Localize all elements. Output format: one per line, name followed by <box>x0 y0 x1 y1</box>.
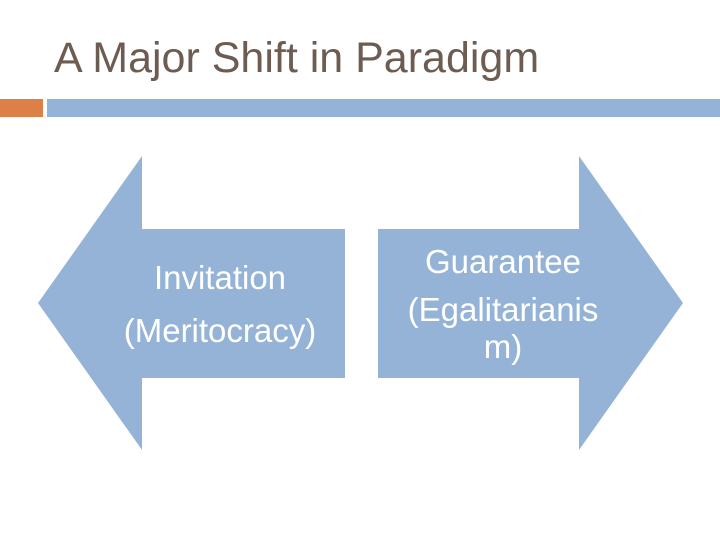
right-arrow-label-line-1: Guarantee <box>425 243 581 280</box>
slide-title: A Major Shift in Paradigm <box>54 34 540 82</box>
title-rule-orange-segment <box>0 99 43 117</box>
left-arrow-label-line-2: (Meritocracy) <box>123 312 317 349</box>
right-arrow-label-line-3: m) <box>483 328 523 365</box>
title-rule-blue-segment <box>47 99 720 117</box>
right-arrow-label: Guarantee (Egalitarianis m) <box>388 240 618 365</box>
right-arrow-label-line-2: (Egalitarianis <box>407 291 599 328</box>
left-arrow-label: Invitation (Meritocracy) <box>95 255 345 353</box>
left-arrow-label-line-1: Invitation <box>153 259 287 296</box>
